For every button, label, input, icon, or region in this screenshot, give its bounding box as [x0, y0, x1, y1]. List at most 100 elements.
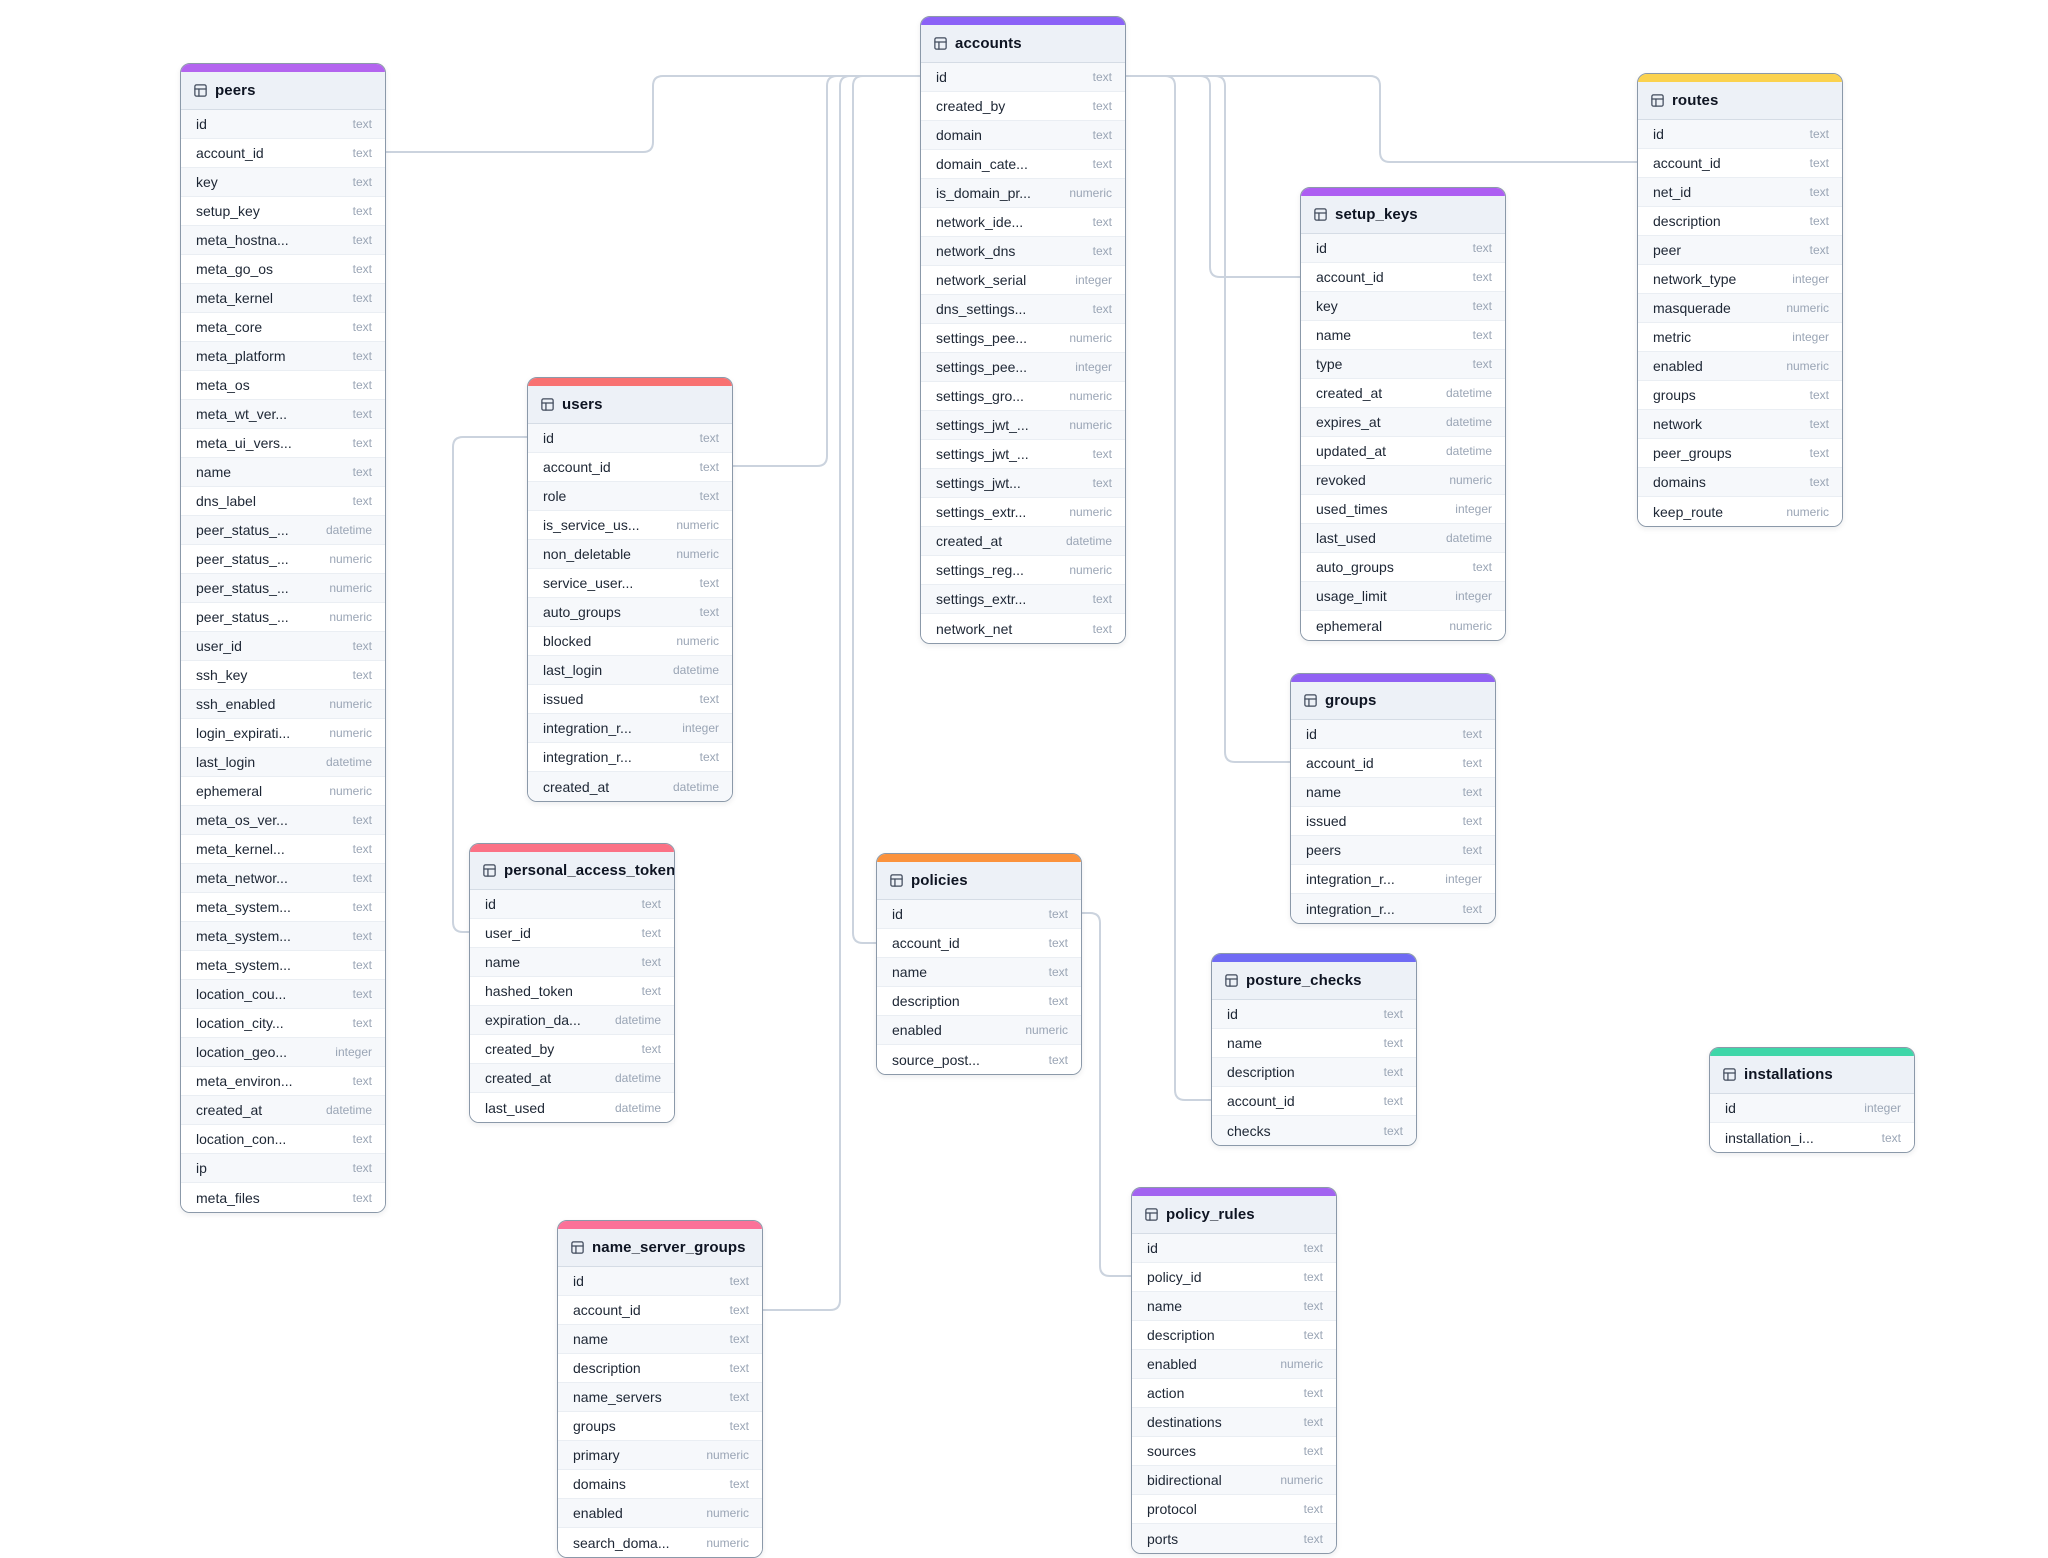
- field-row-peers-location_city[interactable]: location_city...text: [181, 1009, 385, 1038]
- field-row-peers-meta_os_ver[interactable]: meta_os_ver...text: [181, 806, 385, 835]
- table-header-posture_checks[interactable]: posture_checks: [1212, 962, 1416, 1000]
- field-row-accounts-settings_jwt[interactable]: settings_jwt...text: [921, 469, 1125, 498]
- field-row-users-integration_r[interactable]: integration_r...integer: [528, 714, 732, 743]
- field-row-peers-location_cou[interactable]: location_cou...text: [181, 980, 385, 1009]
- edge-policy_rules.policy_id-to-policies.id[interactable]: [1079, 912, 1132, 1277]
- field-row-users-integration_r[interactable]: integration_r...text: [528, 743, 732, 772]
- field-row-accounts-settings_extr[interactable]: settings_extr...numeric: [921, 498, 1125, 527]
- field-row-groups-integration_r[interactable]: integration_r...integer: [1291, 865, 1495, 894]
- edge-policies.account_id-to-accounts.id[interactable]: [852, 75, 921, 944]
- table-header-policies[interactable]: policies: [877, 862, 1081, 900]
- field-row-accounts-settings_jwt_[interactable]: settings_jwt_...numeric: [921, 411, 1125, 440]
- field-row-peers-meta_system[interactable]: meta_system...text: [181, 922, 385, 951]
- field-row-accounts-settings_extr[interactable]: settings_extr...text: [921, 585, 1125, 614]
- table-header-accounts[interactable]: accounts: [921, 25, 1125, 63]
- edge-routes.account_id-to-accounts.id[interactable]: [1123, 75, 1638, 163]
- field-row-accounts-is_domain_pr[interactable]: is_domain_pr...numeric: [921, 179, 1125, 208]
- field-row-peers-meta_ui_vers[interactable]: meta_ui_vers...text: [181, 429, 385, 458]
- field-row-peers-peer_status_[interactable]: peer_status_...numeric: [181, 545, 385, 574]
- edge-setup_keys.account_id-to-accounts.id[interactable]: [1123, 75, 1301, 278]
- field-row-peers-login_expirati[interactable]: login_expirati...numeric: [181, 719, 385, 748]
- table-header-groups[interactable]: groups: [1291, 682, 1495, 720]
- field-row-policies-source_post[interactable]: source_post...text: [877, 1045, 1081, 1074]
- field-row-peers-meta_environ[interactable]: meta_environ...text: [181, 1067, 385, 1096]
- edge-peers.account_id-to-accounts.id[interactable]: [383, 75, 921, 153]
- field-row-users-is_service_us[interactable]: is_service_us...numeric: [528, 511, 732, 540]
- field-row-accounts-settings_pee[interactable]: settings_pee...integer: [921, 353, 1125, 382]
- table-header-personal_access_tokens[interactable]: personal_access_tokens: [470, 852, 674, 890]
- table-header-name_server_groups[interactable]: name_server_groups: [558, 1229, 762, 1267]
- field-row-installations-installation_i[interactable]: installation_i...text: [1710, 1123, 1914, 1152]
- field-row-groups-integration_r[interactable]: integration_r...text: [1291, 894, 1495, 923]
